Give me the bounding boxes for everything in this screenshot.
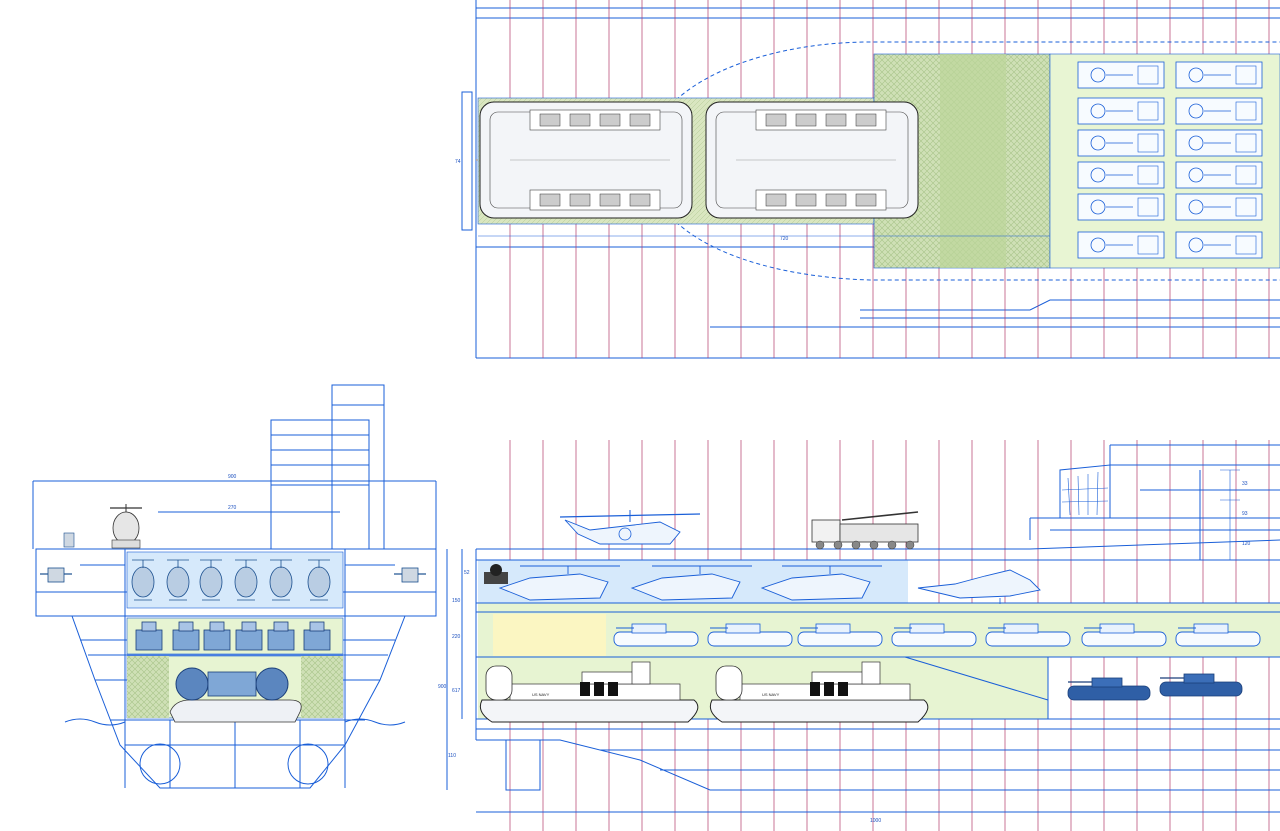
tank-icon [267,621,295,651]
helicopter-icon [234,559,258,601]
tank-icon [1175,193,1263,221]
cross-section: 900 270 [32,384,437,789]
section-equipment [40,504,426,723]
helicopter-icon [166,559,190,601]
hovercraft-label: US NAVY [532,692,550,697]
hovercraft-icon [479,101,693,219]
hovercraft-icon: US NAVY [709,661,929,723]
tank-icon [303,621,331,651]
tank-icon [1175,231,1263,259]
gun-icon [484,564,508,584]
helicopter-icon [307,559,331,601]
helicopter-icon [110,504,142,549]
section-beam-dim: 900 [228,474,237,480]
plan-well-dim: 720 [780,236,789,242]
waterline [64,718,406,726]
profile-h6: 110 [448,753,456,759]
tank-icon [613,623,699,647]
helicopter-icon [199,559,223,601]
gun-icon [394,567,426,583]
tank-icon [707,623,793,647]
profile-h5: 617 [452,688,461,694]
tank-icon [1175,623,1261,647]
tank-icon [1077,61,1165,89]
helicopter-icon [760,565,882,601]
tank-icon [891,623,977,647]
tank-icon [1081,623,1167,647]
tank-icon [1175,129,1263,157]
tank-icon [135,621,163,651]
helicopter-icon [131,559,155,601]
profile-h3: 220 [452,634,461,640]
profile-h2: 150 [452,598,461,604]
plan-green-zone-2 [940,54,1006,268]
helicopter-icon [559,510,701,545]
plan-hovercraft [479,101,919,219]
tank-icon [172,621,200,651]
hovercraft-icon [169,667,302,723]
bridge-windows [1061,471,1109,516]
tank-icon [235,621,263,651]
plan-vehicles [1077,61,1263,259]
tank-icon [1175,161,1263,189]
profile-r1: 33 [1242,481,1248,487]
tank-icon [1175,61,1263,89]
tank-icon [1077,193,1165,221]
tank-icon [203,621,231,651]
plan-stern-bracket [461,91,473,231]
hovercraft-icon: US NAVY [479,661,699,723]
gun-icon [63,532,75,548]
tank-icon [1077,161,1165,189]
profile-length-dim: 1000 [870,818,881,824]
profile-h1: 52 [464,570,470,576]
hovercraft-label: US NAVY [762,692,780,697]
profile-r2: 93 [1242,511,1248,517]
hovercraft-icon [705,101,919,219]
tank-icon [1159,673,1243,697]
profile-r3: 120 [1242,541,1251,547]
plan-beam-dim: 74 [455,159,461,165]
tank-icon [1175,97,1263,125]
helicopter-icon [269,559,293,601]
plan-view: 74 720 [455,0,1280,359]
jet-icon [917,569,1041,604]
profile-h4: 900 [438,684,447,690]
profile-view: 1000 52 150 220 900 617 110 33 93 120 US… [438,440,1280,831]
section-inner-dim: 270 [228,505,237,511]
gun-icon [40,567,72,583]
tank-icon [985,623,1071,647]
helicopter-icon [498,565,620,601]
tank-icon [1077,129,1165,157]
tank-icon [1077,231,1165,259]
tank-icon [797,623,883,647]
truck-icon [811,511,919,550]
profile-equipment: US NAVY US NAVY [479,510,1261,723]
tank-icon [1077,97,1165,125]
tank-icon [1067,677,1151,701]
helicopter-icon [630,565,752,601]
